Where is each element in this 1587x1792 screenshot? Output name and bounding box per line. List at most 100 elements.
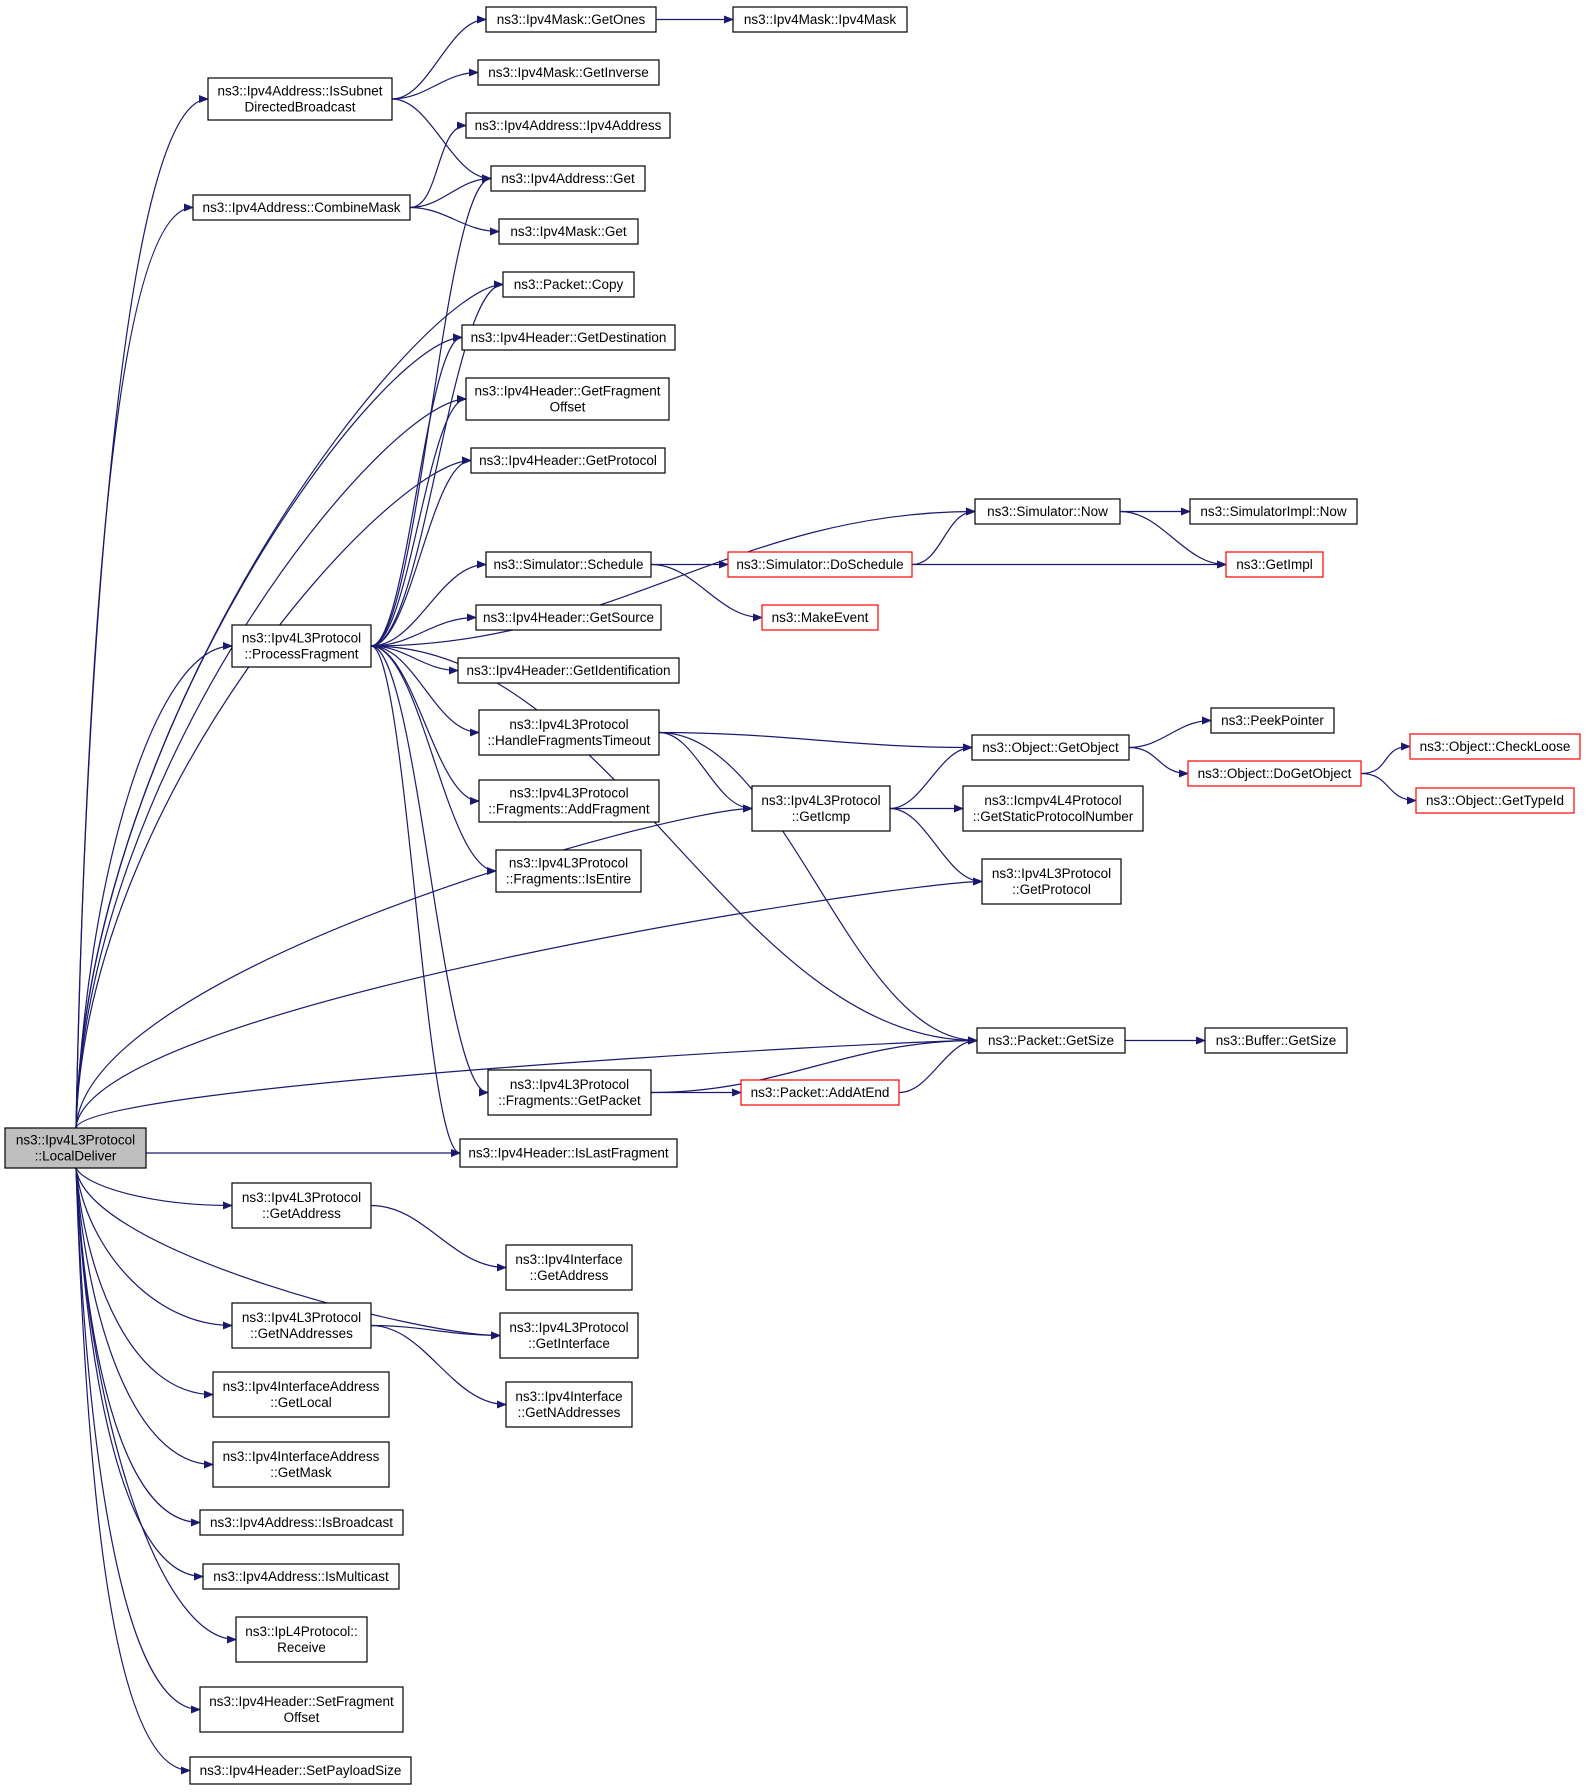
node-box [207,77,393,121]
node-packet-copy[interactable]: ns3::Packet::Copy [502,271,635,298]
node-label: ns3::Object::GetObject [982,740,1119,755]
node-box [235,1616,368,1663]
node-label: ::Fragments::IsEntire [506,872,631,887]
node-getimpl[interactable]: ns3::GetImpl [1225,551,1324,578]
edge-local_deliver-to-ifaddr_getlocal [75,1167,214,1399]
node-box [485,6,657,33]
node-combine-mask[interactable]: ns3::Ipv4Address::CombineMask [192,194,411,221]
node-sim-now[interactable]: ns3::Simulator::Now [974,498,1121,525]
node-box [499,1312,639,1359]
node-l3-getprotocol[interactable]: ns3::Ipv4L3Protocol::GetProtocol [981,858,1122,905]
node-l3-getinterface[interactable]: ns3::Ipv4L3Protocol::GetInterface [499,1312,639,1359]
node-label: ns3::Ipv4Address::IsSubnet [217,84,382,99]
edge-sim_schedule-to-makeevent [650,563,763,622]
node-label: ::HandleFragmentsTimeout [487,733,650,748]
node-box [485,551,652,578]
node-l3-getaddress[interactable]: ns3::Ipv4L3Protocol::GetAddress [231,1182,372,1229]
edge-is_subnet_dir_bc-to-addr_get [391,98,492,183]
node-label: ::GetStaticProtocolNumber [973,809,1134,824]
node-label: ns3::Ipv4Header::SetPayloadSize [200,1763,402,1778]
edge-is_subnet_dir_bc-to-mask_getinverse [391,68,479,100]
node-addr-ctor[interactable]: ns3::Ipv4Address::Ipv4Address [465,112,671,139]
node-sim-schedule[interactable]: ns3::Simulator::Schedule [485,551,652,578]
node-handle-frag-timeout[interactable]: ns3::Ipv4L3Protocol::HandleFragmentsTime… [478,709,660,756]
node-process-fragment[interactable]: ns3::Ipv4L3Protocol::ProcessFragment [231,624,372,668]
node-addr-ismulticast[interactable]: ns3::Ipv4Address::IsMulticast [202,1563,400,1590]
node-iface-getaddress[interactable]: ns3::Ipv4Interface::GetAddress [505,1244,633,1291]
node-geticmp[interactable]: ns3::Ipv4L3Protocol::GetIcmp [751,785,891,832]
node-frag-getpacket[interactable]: ns3::Ipv4L3Protocol::Fragments::GetPacke… [487,1069,652,1116]
node-mask-get[interactable]: ns3::Ipv4Mask::Get [498,218,639,245]
node-label: ns3::Ipv4L3Protocol [509,786,628,801]
node-box [457,657,680,684]
node-hdr-setpayload[interactable]: ns3::Ipv4Header::SetPayloadSize [189,1756,412,1785]
edge-obj_dogetobject-to-obj_checkloose [1360,742,1411,775]
node-box [502,271,635,298]
edge-sim_now-to-getimpl [1119,510,1227,569]
node-icmp-getstaticproto[interactable]: ns3::Icmpv4L4Protocol::GetStaticProtocol… [962,785,1144,832]
node-mask-getones[interactable]: ns3::Ipv4Mask::GetOnes [485,6,657,33]
node-box [199,1509,404,1536]
node-ifaddr-getmask[interactable]: ns3::Ipv4InterfaceAddress::GetMask [212,1441,390,1488]
node-ipl4-receive[interactable]: ns3::IpL4Protocol::Receive [235,1616,368,1663]
node-packet-addatend[interactable]: ns3::Packet::AddAtEnd [740,1079,900,1106]
node-peekpointer[interactable]: ns3::PeekPointer [1210,707,1335,734]
edge-process_fragment-to-frag_getpacket [370,645,489,1097]
edge-process_fragment-to-hdr_getproto [370,456,472,647]
node-local-deliver[interactable]: ns3::Ipv4L3Protocol::LocalDeliver [4,1127,147,1169]
node-label: ns3::PeekPointer [1221,713,1324,728]
node-obj-gettypeid[interactable]: ns3::Object::GetTypeId [1415,787,1575,814]
node-label: ns3::SimulatorImpl::Now [1200,504,1347,519]
node-label: ns3::Ipv4Mask::GetOnes [497,12,646,27]
node-label: ns3::Ipv4Interface [515,1252,622,1267]
node-is-subnet-dir-bc[interactable]: ns3::Ipv4Address::IsSubnetDirectedBroadc… [207,77,393,121]
node-hdr-getproto[interactable]: ns3::Ipv4Header::GetProtocol [470,447,666,474]
node-label: ns3::Ipv4L3Protocol [242,631,361,646]
node-label: ::ProcessFragment [244,647,358,662]
node-label: ::Fragments::AddFragment [488,802,650,817]
node-box [962,785,1144,832]
nodes-layer: ns3::Ipv4L3Protocol::LocalDeliverns3::Ip… [4,6,1581,1785]
node-l3-getnaddresses[interactable]: ns3::Ipv4L3Protocol::GetNAddresses [231,1302,372,1349]
node-buffer-getsize[interactable]: ns3::Buffer::GetSize [1204,1027,1348,1054]
edge-geticmp-to-l3_getprotocol [889,807,983,886]
node-label: ns3::Object::DoGetObject [1198,766,1352,781]
node-obj-checkloose[interactable]: ns3::Object::CheckLoose [1409,733,1581,760]
node-addr-get[interactable]: ns3::Ipv4Address::Get [490,165,646,192]
edge-local_deliver-to-ipl4_receive [75,1167,237,1644]
edge-l3_getnaddresses-to-l3_getinterface [370,1324,501,1340]
node-hdr-getident[interactable]: ns3::Ipv4Header::GetIdentification [457,657,680,684]
node-sim-doschedule[interactable]: ns3::Simulator::DoSchedule [727,551,913,578]
node-label: ns3::Ipv4Mask::Ipv4Mask [744,12,897,27]
node-hdr-getdest[interactable]: ns3::Ipv4Header::GetDestination [461,324,676,351]
node-box [727,551,913,578]
node-makeevent[interactable]: ns3::MakeEvent [761,604,879,631]
edge-packet_addatend-to-packet_getsize [898,1036,978,1094]
node-hdr-getsource[interactable]: ns3::Ipv4Header::GetSource [475,604,662,631]
node-label: ns3::Ipv4L3Protocol [992,866,1111,881]
node-label: ns3::Ipv4L3Protocol [16,1133,135,1148]
node-box [495,849,642,893]
node-ifaddr-getlocal[interactable]: ns3::Ipv4InterfaceAddress::GetLocal [212,1371,390,1418]
node-box [490,165,646,192]
node-obj-getobject[interactable]: ns3::Object::GetObject [971,734,1130,761]
node-addr-isbroadcast[interactable]: ns3::Ipv4Address::IsBroadcast [199,1509,404,1536]
node-label: ns3::Ipv4L3Protocol [509,717,628,732]
node-hdr-islastfrag[interactable]: ns3::Ipv4Header::IsLastFragment [459,1138,678,1168]
edge-process_fragment-to-packet_getsize [370,645,978,1045]
node-obj-dogetobject[interactable]: ns3::Object::DoGetObject [1187,760,1362,787]
node-frag-addfragment[interactable]: ns3::Ipv4L3Protocol::Fragments::AddFragm… [478,779,660,823]
node-frag-isentire[interactable]: ns3::Ipv4L3Protocol::Fragments::IsEntire [495,849,642,893]
edge-l3_getaddress-to-iface_getaddress [370,1204,507,1272]
node-iface-getnaddresses[interactable]: ns3::Ipv4Interface::GetNAddresses [505,1381,633,1428]
edge-obj_getobject-to-obj_dogetobject [1128,746,1189,778]
node-mask-getinverse[interactable]: ns3::Ipv4Mask::GetInverse [477,59,660,86]
node-label: Receive [277,1640,326,1655]
node-mask-ctor[interactable]: ns3::Ipv4Mask::Ipv4Mask [732,6,908,33]
edge-local_deliver-to-hdr_setpayload [75,1167,191,1775]
node-label: ns3::Packet::GetSize [988,1033,1114,1048]
node-packet-getsize[interactable]: ns3::Packet::GetSize [976,1027,1126,1054]
node-simimpl-now[interactable]: ns3::SimulatorImpl::Now [1189,498,1358,525]
